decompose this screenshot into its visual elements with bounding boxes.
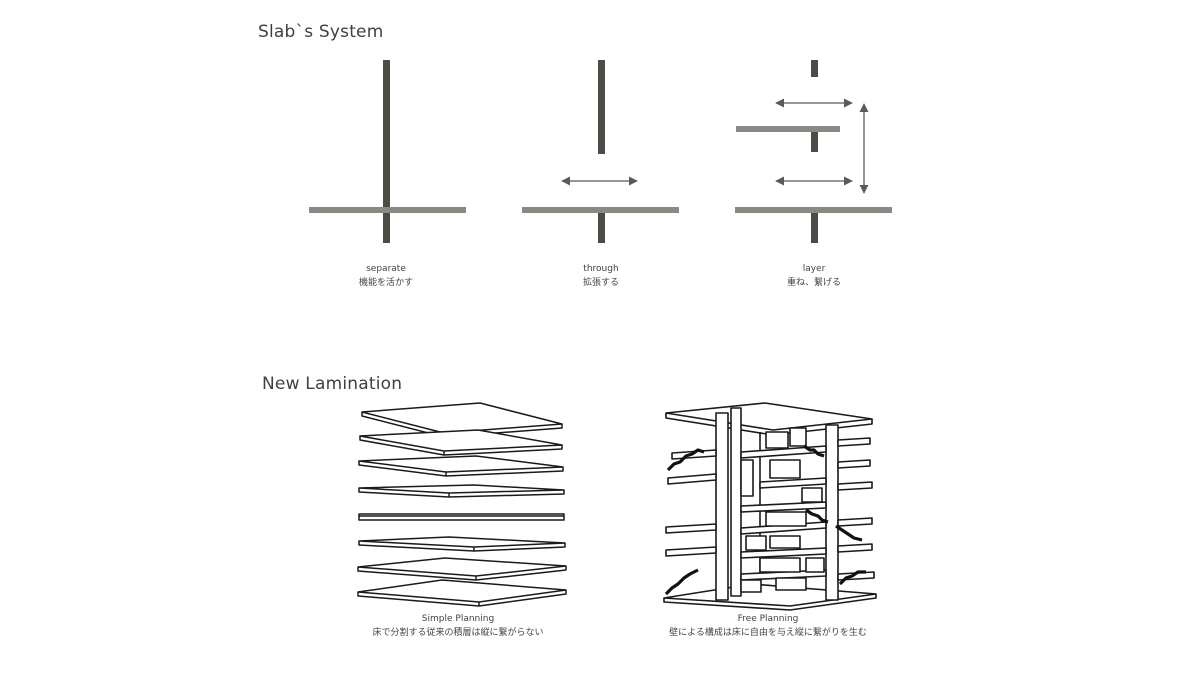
stairs xyxy=(664,444,866,596)
new-lamination-title: New Lamination xyxy=(262,374,403,394)
slab-plate-6 xyxy=(358,536,566,552)
caption-layer-desc: 重ね、繋げる xyxy=(786,278,842,288)
slab-plate-7 xyxy=(357,557,567,581)
caption-separate: separate 機能を活かす xyxy=(359,262,413,290)
separate-slab xyxy=(309,207,466,213)
slab-system-title: Slab`s System xyxy=(258,22,384,42)
caption-separate-desc: 機能を活かす xyxy=(358,278,414,288)
caption-layer: layer 重ね、繋げる xyxy=(787,262,841,290)
caption-simple-planning: Simple Planning 床で分割する従来の積層は縦に繋がらない xyxy=(372,612,543,640)
slab-plate-5 xyxy=(358,513,565,521)
through-slab xyxy=(522,207,679,213)
layer-diagram xyxy=(735,60,892,243)
slab-plate-3 xyxy=(358,455,564,477)
caption-separate-name: separate xyxy=(366,264,406,274)
layer-column-top xyxy=(811,60,818,77)
layer-upper-slab xyxy=(736,126,840,132)
left-wall xyxy=(715,412,729,601)
through-column-lower xyxy=(598,212,605,243)
caption-free-planning-desc: 壁による構成は床に自由を与え縦に繋がりを生む xyxy=(669,628,867,638)
right-wall xyxy=(825,424,839,601)
caption-free-planning-name: Free Planning xyxy=(737,614,799,624)
caption-simple-planning-desc: 床で分割する従来の積層は縦に繋がらない xyxy=(372,628,544,638)
layer-base-slab xyxy=(735,207,892,213)
caption-simple-planning-name: Simple Planning xyxy=(421,614,495,624)
separate-diagram xyxy=(309,60,466,243)
layer-column-middle xyxy=(811,132,818,152)
separate-column xyxy=(383,60,390,243)
caption-through-desc: 拡張する xyxy=(582,278,620,288)
slab-plate-8 xyxy=(357,579,567,607)
caption-free-planning: Free Planning 壁による構成は床に自由を与え縦に繋がりを生む xyxy=(669,612,867,640)
through-column-upper xyxy=(598,60,605,154)
caption-through: through 拡張する xyxy=(583,262,619,290)
slab-plate-4 xyxy=(358,484,565,498)
caption-through-name: through xyxy=(583,264,619,274)
free-planning-diagram xyxy=(663,402,877,611)
through-diagram xyxy=(522,60,679,243)
caption-layer-name: layer xyxy=(802,264,826,274)
layer-column-bottom xyxy=(811,212,818,243)
inner-wall xyxy=(730,407,742,597)
slab-plate-2 xyxy=(359,429,563,456)
simple-planning-diagram xyxy=(357,402,567,607)
roof-slab xyxy=(665,402,873,431)
